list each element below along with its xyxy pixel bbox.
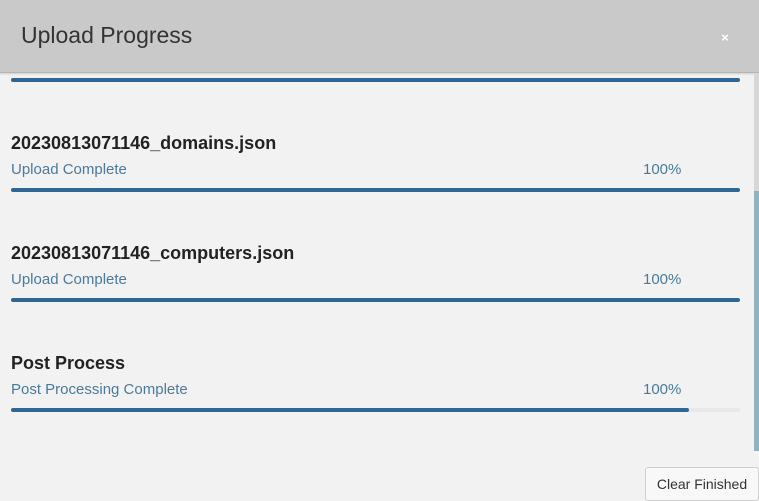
progress-bar [11, 408, 740, 412]
upload-status: Upload Complete [11, 161, 127, 178]
progress-bar [11, 298, 740, 302]
upload-status: Upload Complete [11, 271, 127, 288]
upload-percent: 100% [643, 161, 682, 178]
modal-footer: Clear Finished [0, 451, 759, 501]
progress-bar [11, 78, 740, 82]
progress-fill [11, 408, 689, 412]
modal-header: Upload Progress × [0, 0, 759, 73]
scrollbar-track[interactable] [754, 73, 759, 451]
close-icon[interactable]: × [721, 30, 729, 45]
progress-bar [11, 188, 740, 192]
clear-finished-button[interactable]: Clear Finished [645, 467, 759, 501]
upload-file-name: 20230813071146_domains.json [11, 133, 277, 153]
upload-file-name: 20230813071146_computers.json [11, 243, 295, 263]
upload-list[interactable]: 20230813071146_domains.json Upload Compl… [0, 73, 759, 451]
upload-file-name: Post Process [11, 353, 126, 373]
upload-percent: 100% [643, 271, 682, 288]
upload-percent: 100% [643, 381, 682, 398]
progress-fill [11, 78, 740, 82]
scrollbar-thumb[interactable] [754, 73, 759, 191]
progress-fill [11, 298, 740, 302]
progress-fill [11, 188, 740, 192]
upload-status: Post Processing Complete [11, 381, 188, 398]
modal-title: Upload Progress [21, 22, 193, 48]
